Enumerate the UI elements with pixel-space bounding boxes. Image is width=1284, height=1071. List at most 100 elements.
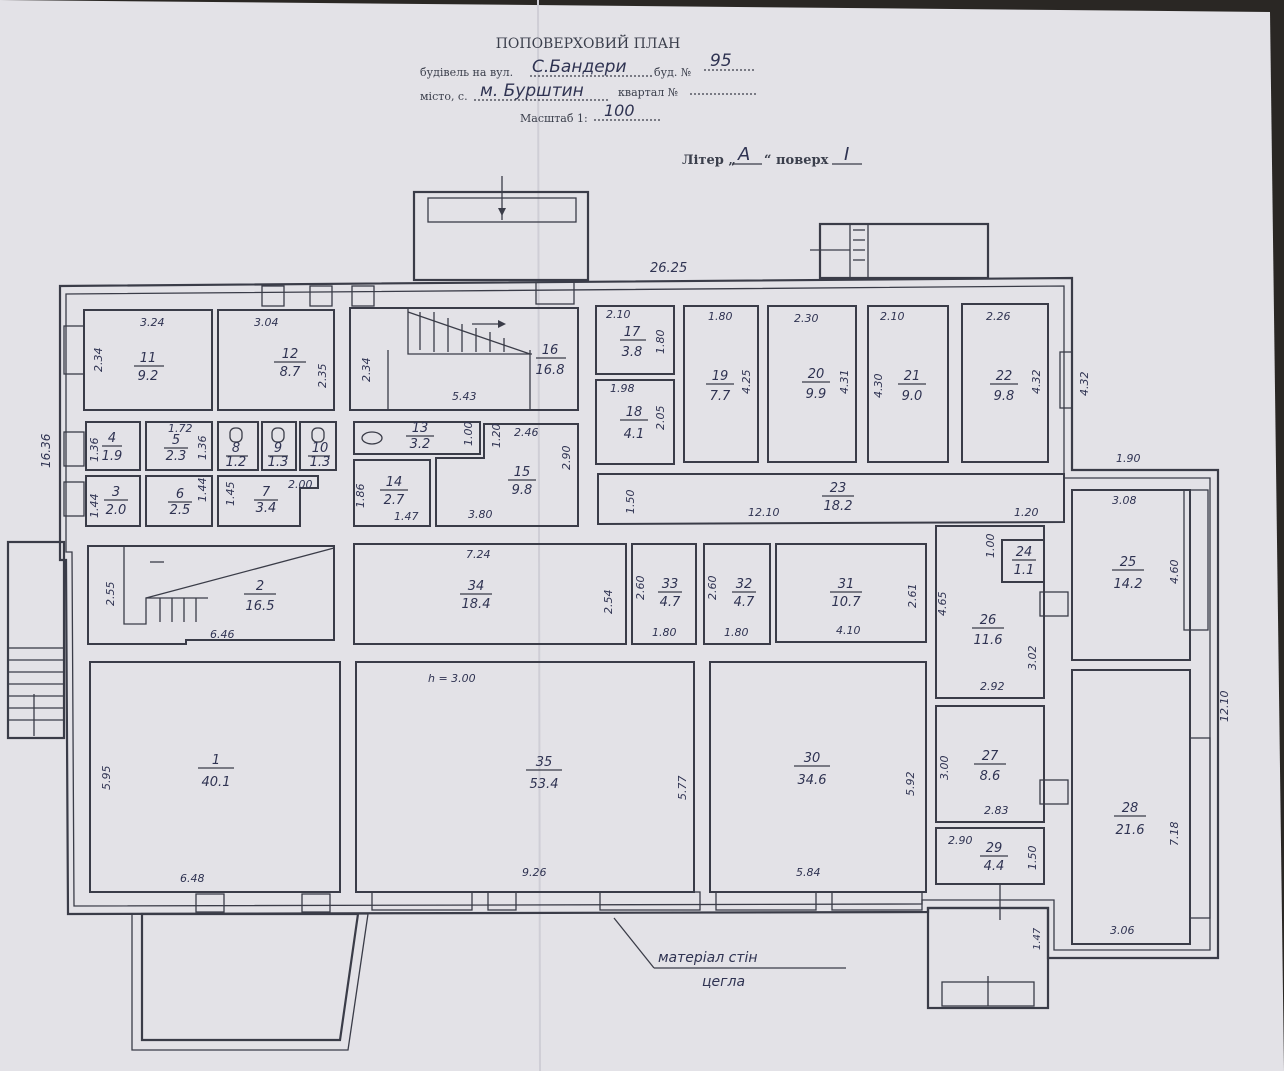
room-4: 1.36 4 1.9 [85, 421, 141, 471]
svg-text:2.10: 2.10 [606, 308, 631, 321]
room-6: 1.44 6 2.5 [145, 475, 213, 527]
svg-text:34.6: 34.6 [798, 773, 827, 788]
svg-text:2.10: 2.10 [880, 310, 905, 323]
svg-text:9: 9 [274, 441, 282, 456]
room-35: h = 3.00 5.77 9.26 35 53.4 [355, 661, 695, 893]
svg-text:20: 20 [808, 367, 825, 382]
top-right-porch [810, 222, 990, 280]
room-34: 7.24 2.54 34 18.4 [353, 543, 627, 645]
svg-text:2.83: 2.83 [984, 804, 1009, 817]
room-29: 2.90 1.50 29 4.4 [935, 827, 1045, 885]
svg-text:16.36: 16.36 [39, 433, 53, 468]
street-label: будівель на вул. [420, 66, 513, 79]
svg-text:2.54: 2.54 [602, 590, 615, 615]
room-12: 3.04 2.35 12 8.7 [217, 309, 335, 411]
svg-text:23: 23 [830, 481, 847, 496]
svg-text:21: 21 [904, 369, 921, 384]
svg-text:2.05: 2.05 [654, 406, 667, 431]
svg-text:1.20: 1.20 [490, 424, 503, 449]
room-7: 1.45 2.00 7 3.4 [217, 475, 319, 527]
svg-text:2.30: 2.30 [794, 312, 819, 325]
room-2-stair: 2.55 6.46 2 16.5 [87, 545, 335, 645]
room-25: 3.08 4.60 25 14.2 [1071, 489, 1191, 661]
svg-text:9.8: 9.8 [994, 389, 1015, 404]
svg-text:2.90: 2.90 [948, 834, 973, 847]
svg-text:4.65: 4.65 [936, 592, 949, 617]
svg-text:2.92: 2.92 [980, 680, 1005, 693]
svg-text:1.50: 1.50 [624, 490, 637, 515]
room-17: 2.10 1.80 17 3.8 [595, 305, 675, 375]
liter-label: Літер „ [682, 153, 736, 168]
svg-text:40.1: 40.1 [202, 775, 231, 790]
svg-text:8.7: 8.7 [280, 365, 301, 380]
svg-text:32: 32 [736, 577, 753, 592]
svg-text:11: 11 [140, 351, 157, 366]
street-value: С.Бандери [532, 57, 627, 77]
svg-text:18.2: 18.2 [824, 499, 853, 514]
left-porch [6, 540, 66, 740]
svg-text:21.6: 21.6 [1116, 823, 1145, 838]
floor-value: I [844, 144, 849, 165]
svg-text:8.6: 8.6 [980, 769, 1001, 784]
svg-text:3.02: 3.02 [1026, 646, 1039, 671]
svg-text:1.44: 1.44 [88, 494, 101, 519]
svg-text:25: 25 [1120, 555, 1137, 570]
svg-text:1.47: 1.47 [394, 510, 419, 523]
svg-text:1.90: 1.90 [1116, 452, 1141, 465]
svg-text:4.4: 4.4 [984, 859, 1005, 874]
svg-text:22: 22 [996, 369, 1013, 384]
svg-text:2.3: 2.3 [166, 449, 187, 464]
svg-text:1.80: 1.80 [708, 310, 733, 323]
scale-label: Масштаб 1: [520, 112, 588, 125]
svg-text:матеріал стін: матеріал стін [658, 950, 758, 966]
svg-text:3.4: 3.4 [256, 501, 277, 516]
svg-text:2.35: 2.35 [316, 364, 329, 389]
svg-text:1.80: 1.80 [652, 626, 677, 639]
svg-text:18: 18 [626, 405, 643, 420]
room-13: 1.00 13 3.2 [353, 421, 481, 455]
svg-text:9.26: 9.26 [522, 866, 547, 879]
svg-text:12: 12 [282, 347, 299, 362]
svg-text:1.36: 1.36 [88, 438, 101, 463]
svg-text:16.5: 16.5 [246, 599, 275, 614]
svg-text:34: 34 [468, 579, 485, 594]
svg-text:1.80: 1.80 [724, 626, 749, 639]
svg-text:1.72: 1.72 [168, 422, 193, 435]
room-26: 1.00 24 1.1 4.65 3.02 2.92 26 11.6 [935, 525, 1045, 699]
city-label: місто, с. [420, 90, 468, 103]
svg-text:2.60: 2.60 [634, 576, 647, 601]
svg-text:1.47: 1.47 [1032, 927, 1043, 950]
svg-text:2.34: 2.34 [360, 358, 373, 383]
svg-text:14.2: 14.2 [1114, 577, 1143, 592]
svg-text:h = 3.00: h = 3.00 [428, 672, 476, 685]
wc-8: 8 1.2 [217, 421, 259, 471]
svg-text:26.25: 26.25 [650, 261, 687, 276]
svg-text:9.0: 9.0 [902, 389, 923, 404]
svg-text:1.3: 1.3 [268, 455, 289, 470]
room-22: 2.26 4.32 22 9.8 [961, 303, 1049, 463]
svg-text:2.00: 2.00 [288, 478, 313, 491]
city-value: м. Бурштин [480, 81, 584, 101]
svg-text:19: 19 [712, 369, 729, 384]
svg-text:7.24: 7.24 [466, 548, 491, 561]
svg-text:35: 35 [536, 755, 553, 770]
svg-text:1.9: 1.9 [102, 449, 123, 464]
svg-text:4.7: 4.7 [660, 595, 681, 610]
svg-text:3.8: 3.8 [622, 345, 643, 360]
svg-text:10: 10 [312, 441, 329, 456]
svg-text:12.10: 12.10 [1218, 691, 1231, 723]
room-14: 1.86 1.47 14 2.7 [353, 459, 431, 527]
svg-text:1.3: 1.3 [310, 455, 331, 470]
svg-text:2.60: 2.60 [706, 576, 719, 601]
staircase-hall: 2.34 5.43 [349, 307, 579, 411]
svg-text:16.8: 16.8 [536, 363, 565, 378]
svg-text:2.0: 2.0 [106, 503, 127, 518]
svg-text:цегла: цегла [702, 974, 745, 990]
svg-text:4.30: 4.30 [872, 374, 885, 399]
room-15: 2.46 1.20 2.90 3.80 15 9.8 [435, 423, 579, 527]
room-11: 3.24 2.34 11 9.2 [83, 309, 213, 411]
floor-label: “ поверх [764, 153, 829, 168]
svg-text:33: 33 [662, 577, 679, 592]
room-28: 7.18 3.06 28 21.6 [1071, 669, 1191, 945]
